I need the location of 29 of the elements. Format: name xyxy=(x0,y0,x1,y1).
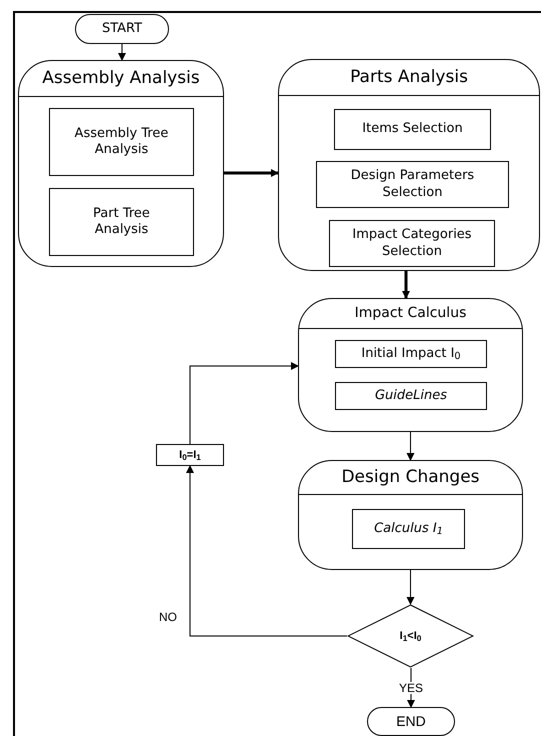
process-box: GuideLines xyxy=(335,382,487,410)
process-box: Part Tree Analysis xyxy=(49,188,194,256)
process-box: Design Parameters Selection xyxy=(316,161,509,208)
group-panel xyxy=(18,60,224,267)
group-panel xyxy=(298,298,523,432)
process-box: Items Selection xyxy=(334,109,491,150)
panel-title: Parts Analysis xyxy=(350,66,468,89)
process-box: Assembly Tree Analysis xyxy=(49,108,194,176)
arrow xyxy=(402,271,410,299)
edge-label: YES xyxy=(398,682,424,694)
arrow xyxy=(186,465,348,636)
process-box: Impact Categories Selection xyxy=(329,220,495,267)
process-box: I$_{0}$=I$_{1}$ xyxy=(156,444,224,466)
arrow xyxy=(190,362,299,444)
arrow xyxy=(406,432,414,461)
condition-text: I$_{1}$<I$_{0}$ xyxy=(400,628,422,644)
panel-title: Impact Calculus xyxy=(354,304,466,323)
arrow xyxy=(406,570,414,605)
panel-title: Design Changes xyxy=(341,466,480,489)
arrow xyxy=(224,169,279,177)
group-panel xyxy=(278,59,540,271)
group-panel xyxy=(298,460,523,570)
edge-label: NO xyxy=(158,611,178,623)
terminator: START xyxy=(75,14,169,44)
panel-title: Assembly Analysis xyxy=(42,66,200,90)
arrow xyxy=(118,44,126,61)
terminator: END xyxy=(367,707,455,736)
process-box: Calculus I$_{1}$ xyxy=(352,509,465,549)
process-box: Initial Impact I$_{0}$ xyxy=(335,340,487,368)
